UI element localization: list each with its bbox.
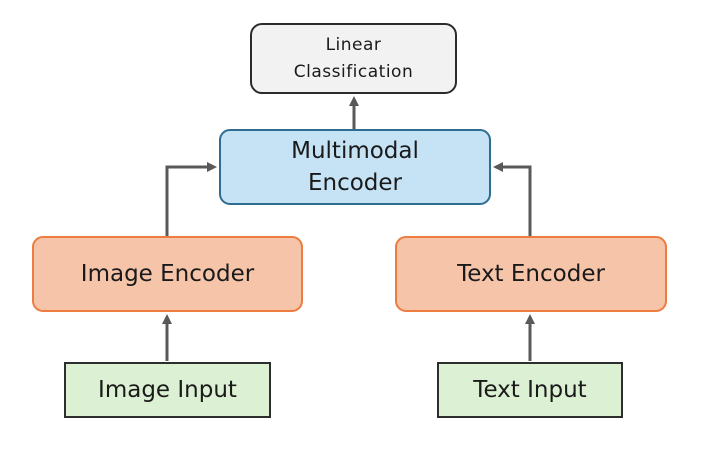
text-encoder-node: Text Encoder xyxy=(395,236,667,312)
text-input-node: Text Input xyxy=(437,362,623,418)
text-input-label: Text Input xyxy=(473,377,587,403)
linear-classification-label: Linear Classification xyxy=(293,34,414,82)
multimodal-encoder-node: Multimodal Encoder xyxy=(219,129,491,205)
image-encoder-node: Image Encoder xyxy=(32,236,303,312)
linear-classification-node: Linear Classification xyxy=(250,23,457,94)
text-encoder-label: Text Encoder xyxy=(457,261,605,287)
image-input-node: Image Input xyxy=(64,362,271,418)
multimodal-encoder-label: Multimodal Encoder xyxy=(291,138,419,196)
image-input-label: Image Input xyxy=(98,377,237,403)
arrow-image-encoder-to-multimodal-encoder xyxy=(165,162,217,236)
arrow-text-encoder-to-multimodal-encoder xyxy=(493,162,532,236)
image-encoder-label: Image Encoder xyxy=(80,261,255,287)
